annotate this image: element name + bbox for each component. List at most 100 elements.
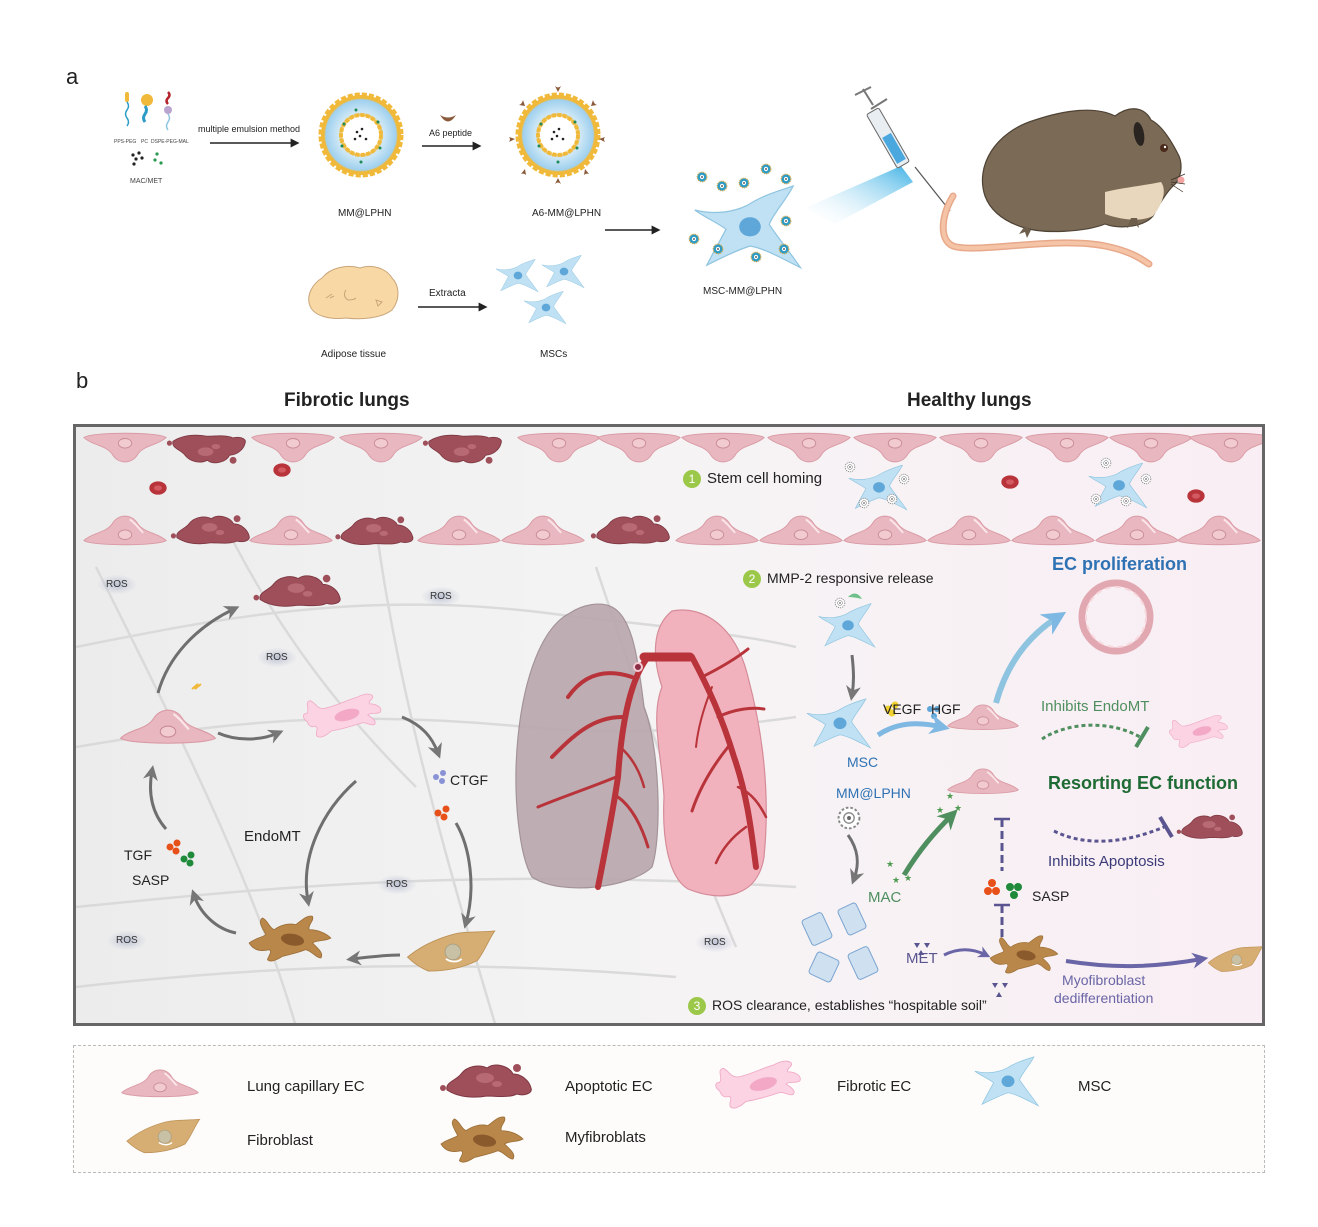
arrow-to-msc-loaded — [605, 225, 661, 235]
pc-label: PC — [141, 139, 148, 145]
extracta-label: Extracta — [429, 288, 466, 299]
ros-label: ROS — [108, 931, 146, 950]
dspe-peg-mal-label: DSPE-PEG-MAL — [151, 139, 189, 145]
mscs-cells-icon — [495, 255, 585, 325]
ec-cell-restored — [946, 768, 1020, 795]
adipose-tissue-icon — [308, 265, 399, 320]
a6-peptide-label: A6 peptide — [429, 128, 473, 138]
a6-mm-lphn-particle-icon — [509, 86, 605, 184]
lipid-components-icon — [124, 91, 172, 131]
step-1-text: Stem cell homing — [707, 470, 823, 487]
msc-mm-lphn-label: MSC-MM@LPHN — [703, 286, 783, 297]
svg-text:★: ★ — [904, 873, 912, 883]
vessel-wall-bottom — [82, 514, 1262, 546]
myofibroblast-icon — [440, 1116, 524, 1163]
legend-label-fibroblast: Fibroblast — [247, 1132, 313, 1149]
arrow-extract — [418, 302, 488, 312]
ros-label: ROS — [696, 933, 734, 952]
fibrotic-lungs-title: Fibrotic lungs — [284, 390, 410, 411]
msc-label: MSC — [847, 754, 879, 770]
lungs-icon — [515, 603, 768, 897]
vessel-ring-icon — [1078, 579, 1154, 655]
fibrotic-ec-icon — [715, 1060, 801, 1109]
myofibroblast-target — [989, 935, 1059, 974]
sasp-dots-right — [984, 879, 1022, 899]
mac-label: MAC — [868, 889, 902, 906]
step-2-text: MMP-2 responsive release — [767, 570, 934, 586]
fibrotic-ec-target — [1168, 714, 1228, 748]
drug-dots-icon — [131, 151, 163, 166]
ctgf-dots — [433, 770, 446, 784]
mouse-icon — [939, 108, 1186, 268]
mm-lphn-label-b: MM@LPHN — [836, 785, 911, 801]
met-triangles — [914, 943, 1008, 997]
healthy-lungs-title: Healthy lungs — [907, 390, 1032, 411]
msc-icon — [974, 1056, 1039, 1107]
mscs-label: MSCs — [540, 349, 568, 360]
dediff-line-2: dedifferentiation — [1054, 990, 1154, 1006]
inhibits-endomt-label: Inhibits EndoMT — [1041, 698, 1150, 715]
ec-proliferation-title: EC proliferation — [1052, 554, 1188, 574]
multiple-emulsion-label: multiple emulsion method — [198, 124, 301, 134]
a6-mm-lphn-label: A6-MM@LPHN — [532, 208, 602, 219]
fibroblast-cell — [406, 930, 496, 972]
apoptotic-ec-target — [1176, 814, 1243, 839]
ros-scavenger-fragments — [801, 902, 879, 983]
ros-label: ROS — [98, 575, 136, 594]
fibrotic-cycle — [119, 574, 496, 972]
sasp-label-left: SASP — [132, 872, 170, 888]
mm-lphn-nanoparticle — [837, 806, 861, 830]
injection-beam-icon — [805, 166, 913, 224]
dediff-line-1: Myofibroblast — [1062, 972, 1146, 988]
pps-peg-label: PPS-PEG — [114, 139, 137, 145]
pulmonary-vessels — [536, 647, 768, 890]
arrow-emulsion — [210, 138, 300, 148]
lung-capillary-ec-icon — [120, 1069, 200, 1098]
svg-text:★: ★ — [892, 875, 900, 885]
adipose-tissue-label: Adipose tissue — [321, 349, 387, 360]
legend-label-msc: MSC — [1078, 1078, 1112, 1095]
vegf-label: VEGF — [883, 701, 922, 717]
inhibits-apoptosis-label: Inhibits Apoptosis — [1048, 853, 1165, 870]
svg-text:★: ★ — [954, 803, 962, 813]
panel-b-letter: b — [76, 368, 89, 393]
met-label: MET — [906, 950, 938, 967]
sasp-dots-left — [180, 851, 195, 867]
lung-capillary-ec-cell — [119, 708, 217, 745]
ctgf-label: CTGF — [450, 772, 489, 788]
msc-cell — [806, 698, 871, 749]
legend-label-apoptotic-ec: Apoptotic EC — [565, 1078, 653, 1095]
vegf-dots — [884, 701, 899, 717]
fibrotic-ec-cell — [302, 693, 382, 738]
a6-peptide-icon — [440, 115, 456, 122]
legend: Lung capillary EC Apoptotic EC Fibrotic … — [73, 1045, 1265, 1173]
msc-release-cell — [818, 603, 876, 648]
fibroblast-result — [1207, 945, 1262, 973]
restoring-ec-function-title: Resorting EC function — [1048, 773, 1238, 793]
legend-label-fibrotic-ec: Fibrotic EC — [837, 1078, 912, 1095]
tgf-dots-right — [434, 805, 450, 821]
ros-label: ROS — [422, 587, 460, 606]
healthy-mechanism: ★★★ ★★★ — [801, 579, 1262, 997]
legend-label-myofibroblast: Myfibroblats — [565, 1129, 646, 1146]
legend-label-lung-capillary-ec: Lung capillary EC — [247, 1078, 365, 1095]
mm-lphn-label: MM@LPHN — [338, 208, 392, 219]
apoptotic-ec-cell — [252, 574, 341, 607]
dedifferentiation-label: Myofibroblast dedifferentiation — [1054, 971, 1153, 1007]
apoptotic-ec-icon — [439, 1063, 532, 1098]
fibroblast-icon — [126, 1118, 201, 1154]
mac-met-label: MAC/MET — [130, 178, 163, 185]
hgf-label: HGF — [931, 701, 961, 717]
step-3-text: ROS clearance, establishes “hospitable s… — [712, 997, 987, 1013]
panel-a-letter: a — [66, 64, 79, 89]
svg-text:★: ★ — [946, 791, 954, 801]
endomt-label: EndoMT — [244, 828, 301, 845]
fibrotic-lung-lobe — [515, 603, 659, 889]
ros-label: ROS — [258, 648, 296, 667]
mac-stars: ★★★ ★★★ — [886, 791, 962, 885]
syringe-icon — [854, 86, 951, 212]
homing-msc-2-icon — [1088, 457, 1152, 509]
svg-text:★: ★ — [886, 859, 894, 869]
arrow-a6 — [422, 141, 482, 151]
